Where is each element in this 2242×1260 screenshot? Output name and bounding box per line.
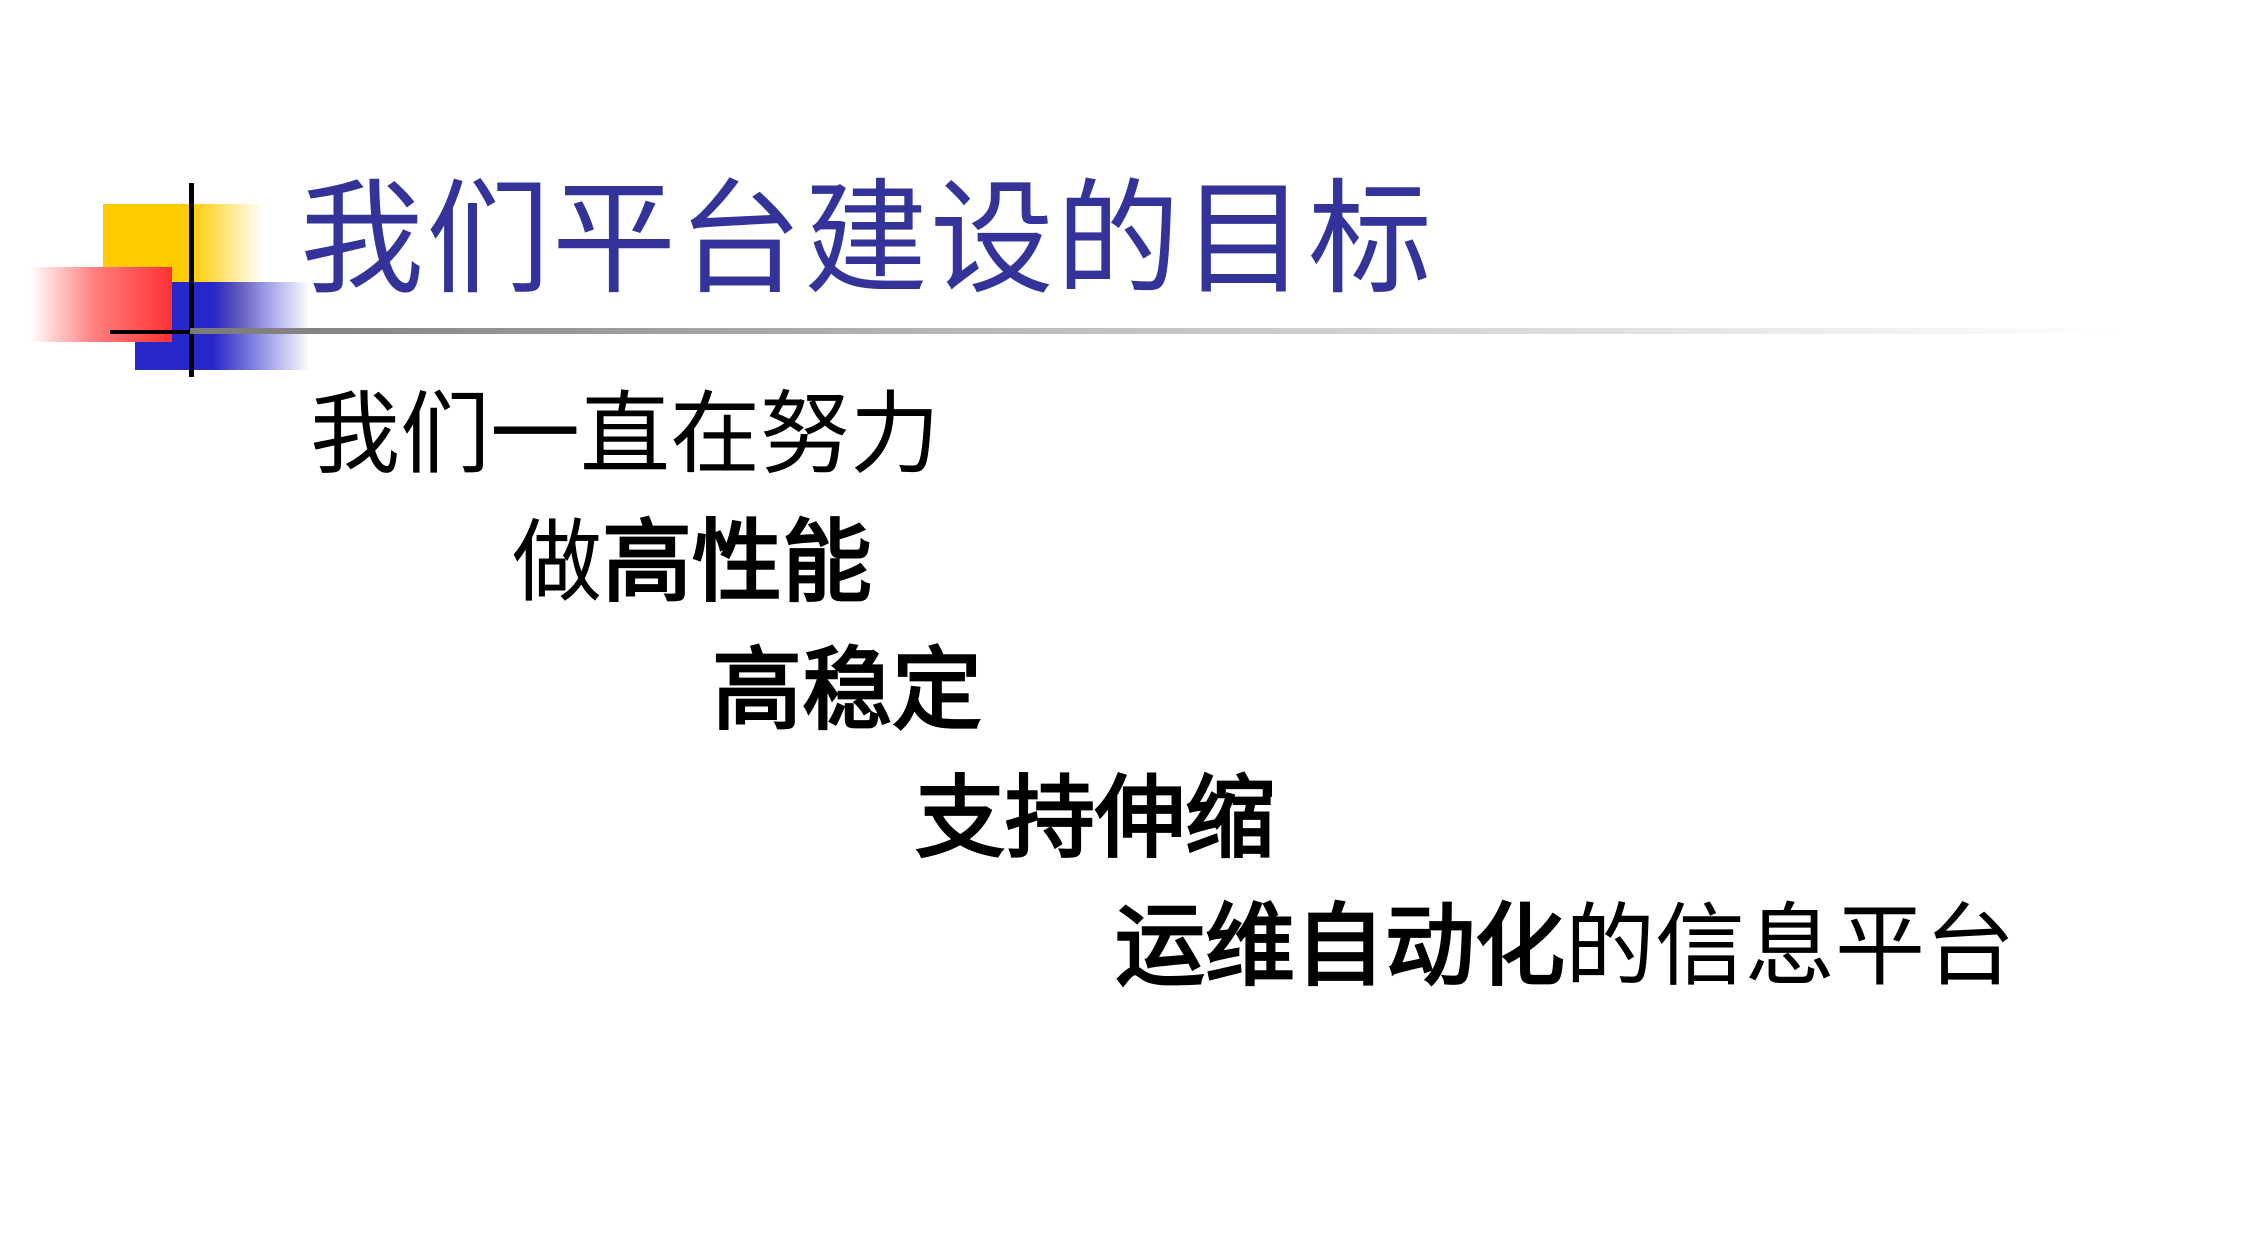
line-automation: 运维自动化的信息平台 <box>1115 892 2015 1002</box>
line-intro: 我们一直在努力 <box>310 380 940 490</box>
line-intro-text: 我们一直在努力 <box>310 382 940 487</box>
logo-vertical-line <box>189 183 194 377</box>
logo-horizontal-line <box>110 330 200 334</box>
line-bold-text: 运维自动化 <box>1115 894 1565 999</box>
line-suffix: 的信息平台 <box>1565 894 2015 999</box>
line-bold-text: 高稳定 <box>712 638 982 743</box>
line-bold-text: 支持伸缩 <box>915 766 1275 871</box>
slide-title: 我们平台建设的目标 <box>300 168 1435 312</box>
logo-red-block <box>30 267 172 342</box>
line-high-performance: 做高性能 <box>512 508 872 618</box>
line-high-stability: 高稳定 <box>712 636 982 746</box>
line-prefix: 做 <box>512 510 602 615</box>
line-scalability: 支持伸缩 <box>915 764 1275 874</box>
line-bold-text: 高性能 <box>602 510 872 615</box>
title-underline <box>190 328 2120 334</box>
